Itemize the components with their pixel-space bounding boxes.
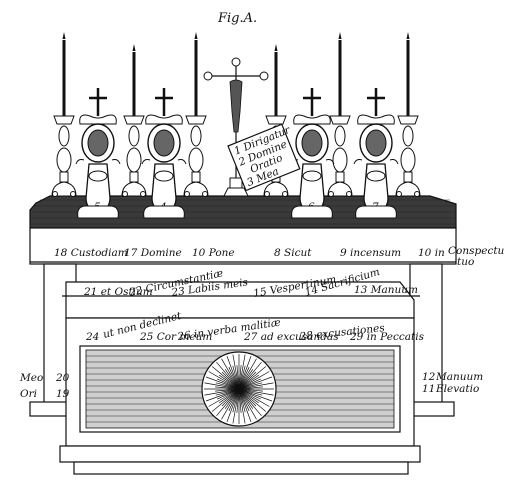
label-29: 29 in Peccatis (349, 331, 425, 343)
sunburst-ray (238, 388, 262, 417)
sunburst-ray (238, 388, 246, 424)
sunburst-ray (238, 388, 263, 396)
sunburst-ray (238, 388, 274, 396)
sunburst-ray (238, 388, 257, 420)
label-11: 11 (422, 383, 435, 395)
sunburst-ray (232, 388, 240, 413)
label-20: 20 (55, 372, 70, 384)
sunburst-ray (238, 388, 242, 413)
sunburst-ray (238, 367, 250, 390)
sunburst-ray (217, 378, 240, 390)
sunburst-ray (238, 355, 252, 390)
label-19: 19 (56, 388, 70, 400)
candlestick-row: 5467 (51, 32, 421, 219)
reliquary-7: 7 (353, 88, 399, 219)
sunburst-ray (211, 366, 240, 390)
label-10b: 10 in (418, 247, 445, 259)
sunburst-ray (238, 388, 261, 400)
reliquary-4: 4 (141, 88, 187, 219)
sunburst-ray (238, 361, 262, 390)
side-labels: Meo 20 Ori 19 12 Manuum 11 Elevatio (19, 371, 483, 400)
label-conspectu: Conspectu (448, 245, 505, 257)
sunburst-rays (204, 354, 274, 424)
sunburst-ray (228, 388, 240, 411)
label-8: 8 Sicut (274, 247, 312, 259)
sunburst-ray (208, 371, 240, 390)
label-13: 13 Manuum (354, 284, 418, 296)
figure-title: Fig.A. (217, 11, 257, 26)
sunburst-ray (238, 382, 274, 390)
label-12: 12 (422, 371, 436, 383)
label-24: 24 (85, 331, 99, 343)
sunburst-ray (215, 382, 240, 390)
reliquary-6: 6 (289, 88, 335, 219)
label-9: 9 incensum (340, 247, 401, 259)
candlestick (395, 32, 421, 197)
sunburst-ray (238, 354, 246, 390)
sunburst-ray (204, 388, 240, 396)
label-10a: 10 Pone (192, 247, 235, 259)
sunburst-ray (238, 386, 263, 390)
candlestick (51, 32, 77, 197)
label-manuum: Manuum (435, 371, 483, 383)
sunburst-ray (238, 366, 267, 390)
reliquary-5: 5 (75, 88, 121, 219)
mensa-labels: 18 Custodiam 17 Domine 10 Pone 8 Sicut 9… (54, 245, 505, 268)
label-elevatio: Elevatio (435, 383, 479, 395)
mensa-band (29, 227, 457, 265)
candlestick (183, 32, 209, 197)
sunburst-ray (216, 361, 240, 390)
sunburst-ray (232, 388, 240, 424)
sunburst-ray (238, 371, 270, 390)
label-27: 27 ad excusandas (243, 331, 339, 343)
label-18: 18 Custodiam (54, 247, 128, 259)
altar-body (29, 195, 457, 475)
label-25: 25 Cor meum (139, 331, 212, 343)
label-17: 17 Domine (124, 247, 182, 259)
sunburst-ray (232, 354, 240, 390)
altar-plinth (59, 445, 421, 463)
frontal-upper (65, 281, 415, 319)
sunburst-ray (211, 388, 240, 412)
sunburst-ray (238, 388, 270, 407)
candlestick (121, 44, 147, 197)
altar-card: 1 Dirigatur 2 Domine Oratio 3 Mea (227, 123, 301, 192)
corpus-figure (229, 79, 243, 133)
candlestick (327, 32, 353, 197)
sunburst-ray (205, 376, 240, 390)
sunburst-ray (226, 355, 240, 390)
label-21: 21 et Ostium (83, 286, 153, 298)
label-tuo: tuo (457, 256, 474, 268)
sunburst-ray (204, 382, 240, 390)
altar-plinth-lower (73, 461, 409, 475)
sunburst-ray (208, 388, 240, 407)
sunburst-ray (238, 388, 267, 412)
sunburst-ray (238, 388, 273, 402)
sunburst-ray (238, 388, 252, 423)
sunburst-ray (205, 388, 240, 402)
label-ori: Ori (20, 388, 37, 400)
sunburst-ray (238, 358, 257, 390)
frontal-panel-outer (79, 345, 401, 433)
label-meo: Meo (19, 372, 43, 384)
sunburst-ray (221, 358, 240, 390)
sunburst-ray (226, 388, 240, 423)
sunburst-ray (238, 365, 246, 390)
sunburst-ray (221, 388, 240, 420)
sunburst-ray (216, 388, 240, 417)
sunburst-ray (238, 376, 273, 390)
